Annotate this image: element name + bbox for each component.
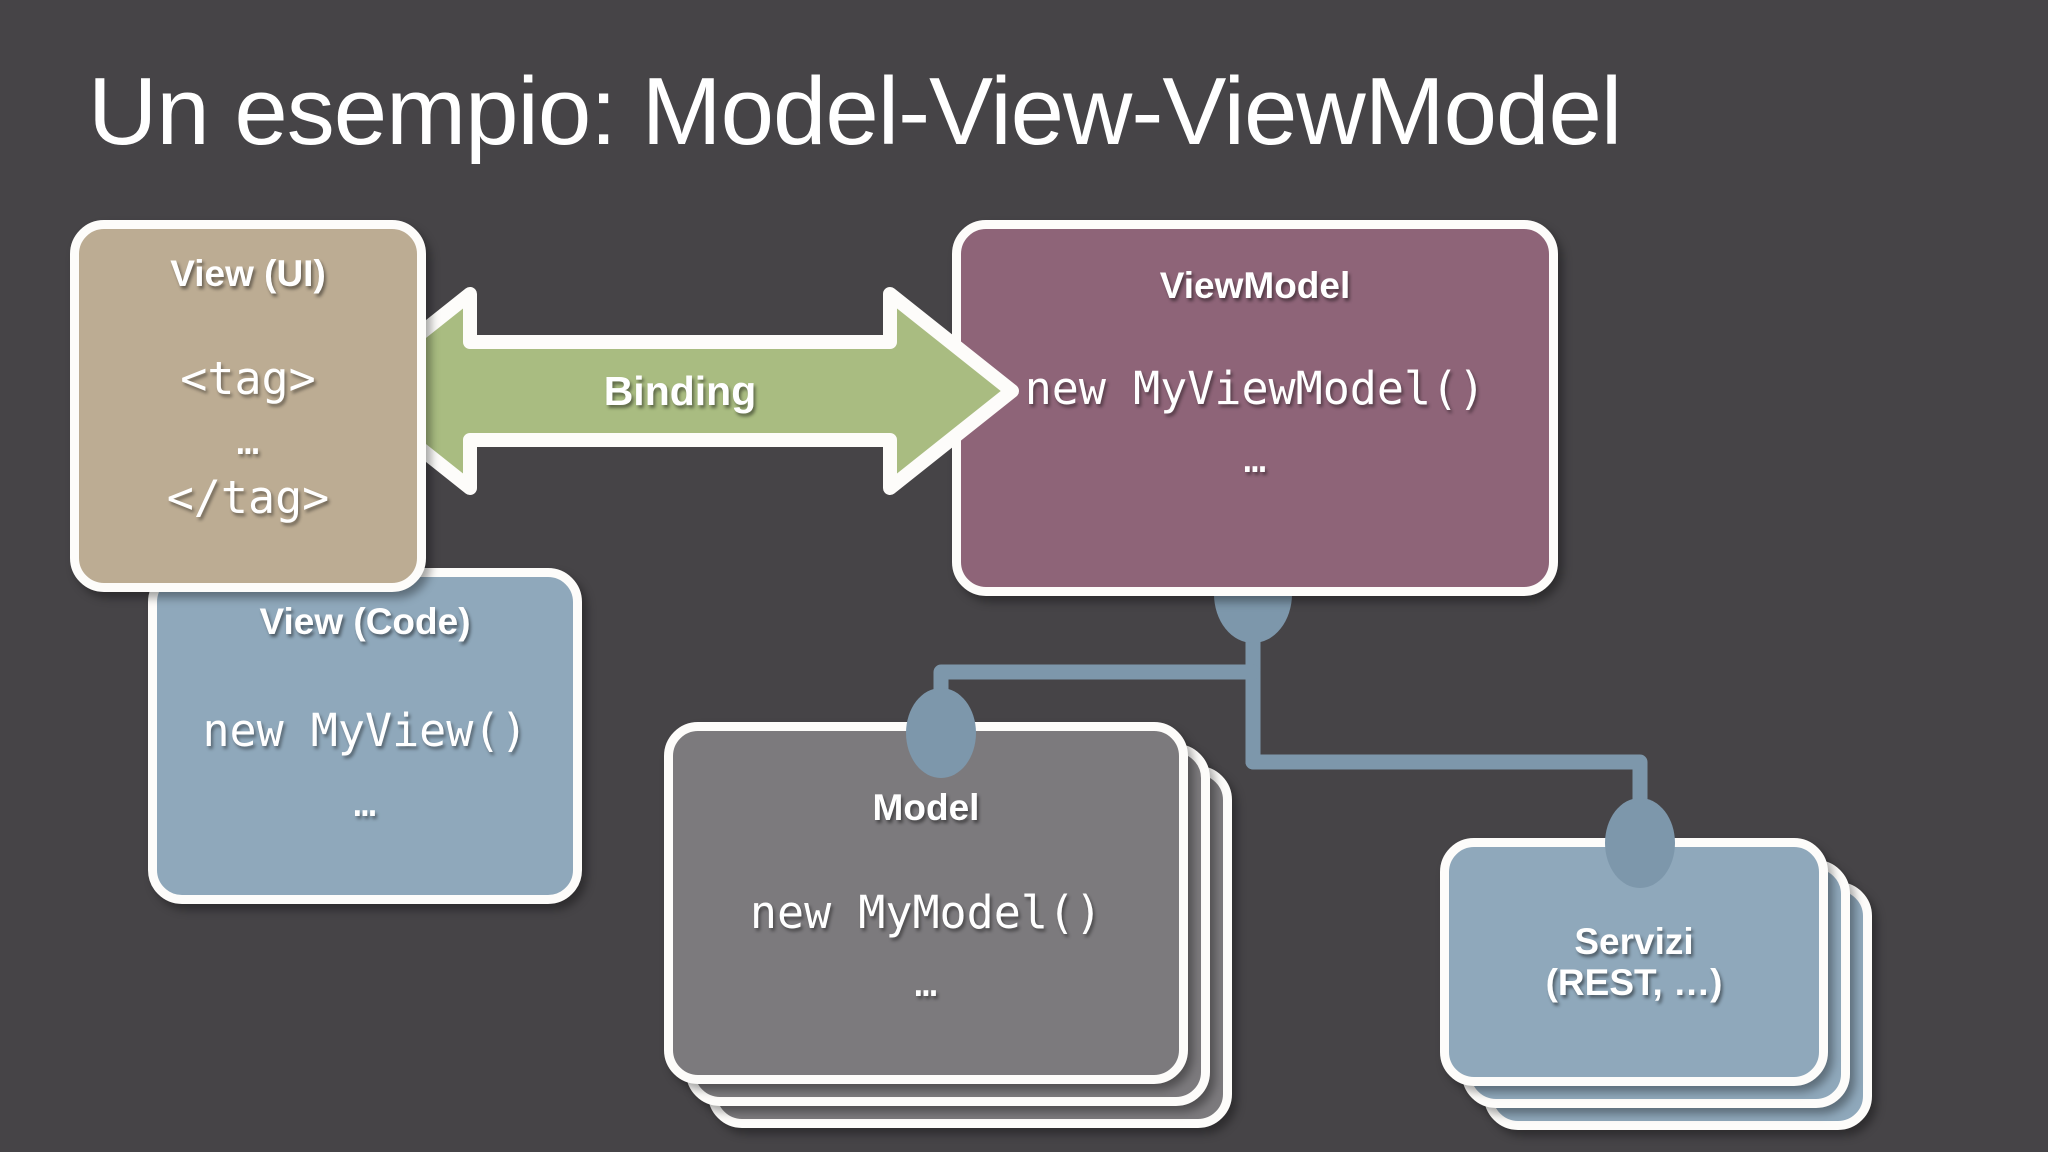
- view-ui-ellipsis: …: [236, 419, 260, 464]
- model-code: new MyModel(): [749, 886, 1103, 940]
- card-view-code[interactable]: View (Code) new MyView() …: [148, 568, 582, 904]
- model-title: Model: [872, 787, 980, 828]
- viewmodel-ellipsis: …: [1243, 437, 1267, 482]
- page-title: Un esempio: Model-View-ViewModel: [88, 58, 1622, 165]
- view-ui-tag-open: <tag>: [180, 352, 316, 406]
- view-ui-title: View (UI): [170, 253, 326, 294]
- servizi-title-line2: (REST, …): [1545, 962, 1723, 1003]
- viewmodel-title: ViewModel: [1159, 265, 1351, 306]
- view-code-title: View (Code): [259, 601, 471, 642]
- view-ui-tag-close: </tag>: [166, 471, 330, 525]
- card-view-ui[interactable]: View (UI) <tag> … </tag>: [70, 220, 426, 592]
- model-stack-layer-front[interactable]: Model new MyModel() …: [664, 722, 1188, 1084]
- binding-arrow-icon: [341, 287, 1019, 495]
- joint-servizi: [1605, 798, 1675, 888]
- servizi-title-line1: Servizi: [1574, 920, 1694, 962]
- joint-model: [906, 688, 976, 778]
- card-viewmodel[interactable]: ViewModel new MyViewModel() …: [952, 220, 1558, 596]
- view-code-ellipsis: …: [353, 781, 377, 826]
- viewmodel-code: new MyViewModel(): [1024, 362, 1486, 416]
- card-model[interactable]: Model new MyModel() …: [664, 722, 1244, 1132]
- view-code-code: new MyView(): [202, 704, 528, 758]
- model-ellipsis: …: [914, 961, 938, 1006]
